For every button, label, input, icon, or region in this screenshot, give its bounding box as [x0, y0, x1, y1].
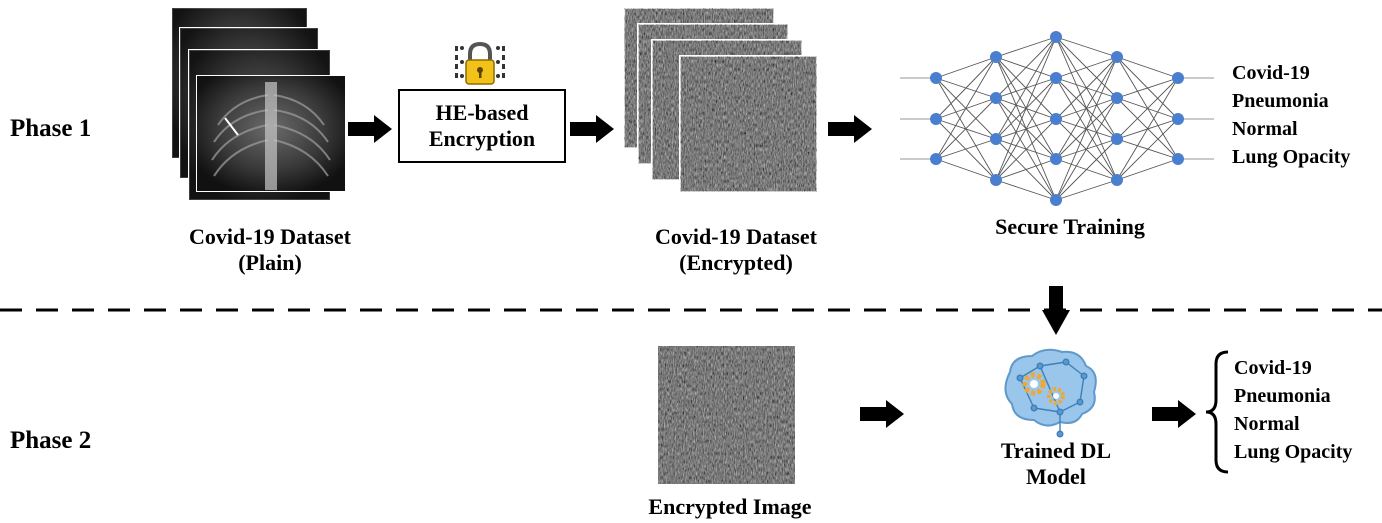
nn-edge [935, 118, 997, 181]
nn-edge [1116, 118, 1179, 181]
nn-edge [1055, 179, 1118, 201]
class-label: Lung Opacity [1234, 441, 1353, 463]
nn-node [1050, 72, 1062, 84]
neural-network [900, 31, 1214, 206]
nn-edge [995, 158, 1057, 181]
nn-edge [995, 77, 1057, 181]
arrow-to-training [828, 115, 872, 143]
encrypted-dataset-stack [623, 7, 818, 193]
phase1-class-list: Covid-19 Pneumonia Normal Lung Opacity [1232, 59, 1350, 171]
nn-node [930, 113, 942, 125]
encryption-box [398, 89, 566, 163]
nn-node [1172, 113, 1184, 125]
noise-image [679, 55, 818, 193]
nn-node [1111, 92, 1123, 104]
phase2-label: Phase 2 [10, 427, 92, 454]
class-label: Covid-19 [1232, 62, 1310, 84]
plain-dataset-stack [171, 7, 346, 201]
nn-edge [1116, 158, 1179, 181]
arrow-to-output [1152, 400, 1196, 428]
nn-edge [935, 97, 997, 160]
nn-node [1172, 72, 1184, 84]
phase2-class-list: Covid-19 Pneumonia Normal Lung Opacity [1234, 354, 1352, 466]
noise-image [658, 346, 795, 484]
class-label: Lung Opacity [1232, 146, 1351, 168]
nn-edge [1055, 138, 1118, 201]
nn-edge [995, 118, 1057, 181]
nn-node [1050, 153, 1062, 165]
nn-edge [1116, 77, 1179, 99]
nn-node [990, 174, 1002, 186]
nn-edge [1055, 56, 1118, 201]
arrow-to-encrypted-dataset [570, 115, 614, 143]
nn-node [990, 92, 1002, 104]
nn-edge [1055, 97, 1118, 201]
arrow-to-model [860, 400, 904, 428]
arrow-down-to-model [1042, 286, 1070, 335]
nn-edge [995, 36, 1057, 99]
nn-node [1172, 153, 1184, 165]
secure-training-label: Secure Training [995, 214, 1145, 239]
nn-node [1050, 31, 1062, 43]
nn-edge [935, 56, 997, 160]
gear-icon [1047, 387, 1065, 405]
class-label: Normal [1234, 413, 1300, 435]
arrow-to-encryption [348, 115, 392, 143]
nn-node [1050, 194, 1062, 206]
encryption-box-label: HE-based Encryption [428, 100, 536, 151]
nn-node [1050, 113, 1062, 125]
nn-edge [995, 36, 1057, 58]
nn-edge [935, 56, 997, 120]
encrypted-image-label: Encrypted Image [648, 494, 812, 519]
class-label: Pneumonia [1234, 385, 1331, 407]
gear-icon [1022, 372, 1046, 396]
plain-dataset-label: Covid-19 Dataset (Plain) [189, 224, 351, 275]
nn-node [990, 133, 1002, 145]
nn-edge [995, 179, 1057, 201]
nn-edge [935, 158, 997, 181]
output-brace [1205, 350, 1229, 474]
nn-node [930, 153, 942, 165]
nn-edge [935, 56, 997, 79]
nn-edge [1055, 56, 1118, 120]
phase1-label: Phase 1 [10, 115, 92, 142]
nn-edge [1116, 77, 1179, 181]
nn-node [1111, 51, 1123, 63]
xray-image [196, 75, 346, 192]
nn-node [990, 51, 1002, 63]
nn-edge [935, 138, 997, 160]
nn-node [1111, 133, 1123, 145]
nn-edge [1055, 56, 1118, 79]
trained-model-label: Trained DL Model [1000, 438, 1112, 489]
nn-node [930, 72, 942, 84]
nn-edge [995, 36, 1057, 140]
nn-node [1111, 174, 1123, 186]
encrypted-dataset-label: Covid-19 Dataset (Encrypted) [655, 224, 817, 275]
class-label: Pneumonia [1232, 90, 1329, 112]
nn-edge [995, 36, 1057, 181]
class-label: Normal [1232, 118, 1298, 140]
class-label: Covid-19 [1234, 357, 1312, 379]
lock-icon [455, 41, 505, 85]
nn-edge [1055, 56, 1118, 160]
nn-edge [1116, 56, 1179, 79]
brain-icon [1004, 348, 1097, 438]
nn-edge [1116, 77, 1179, 140]
nn-edge [1055, 36, 1118, 58]
